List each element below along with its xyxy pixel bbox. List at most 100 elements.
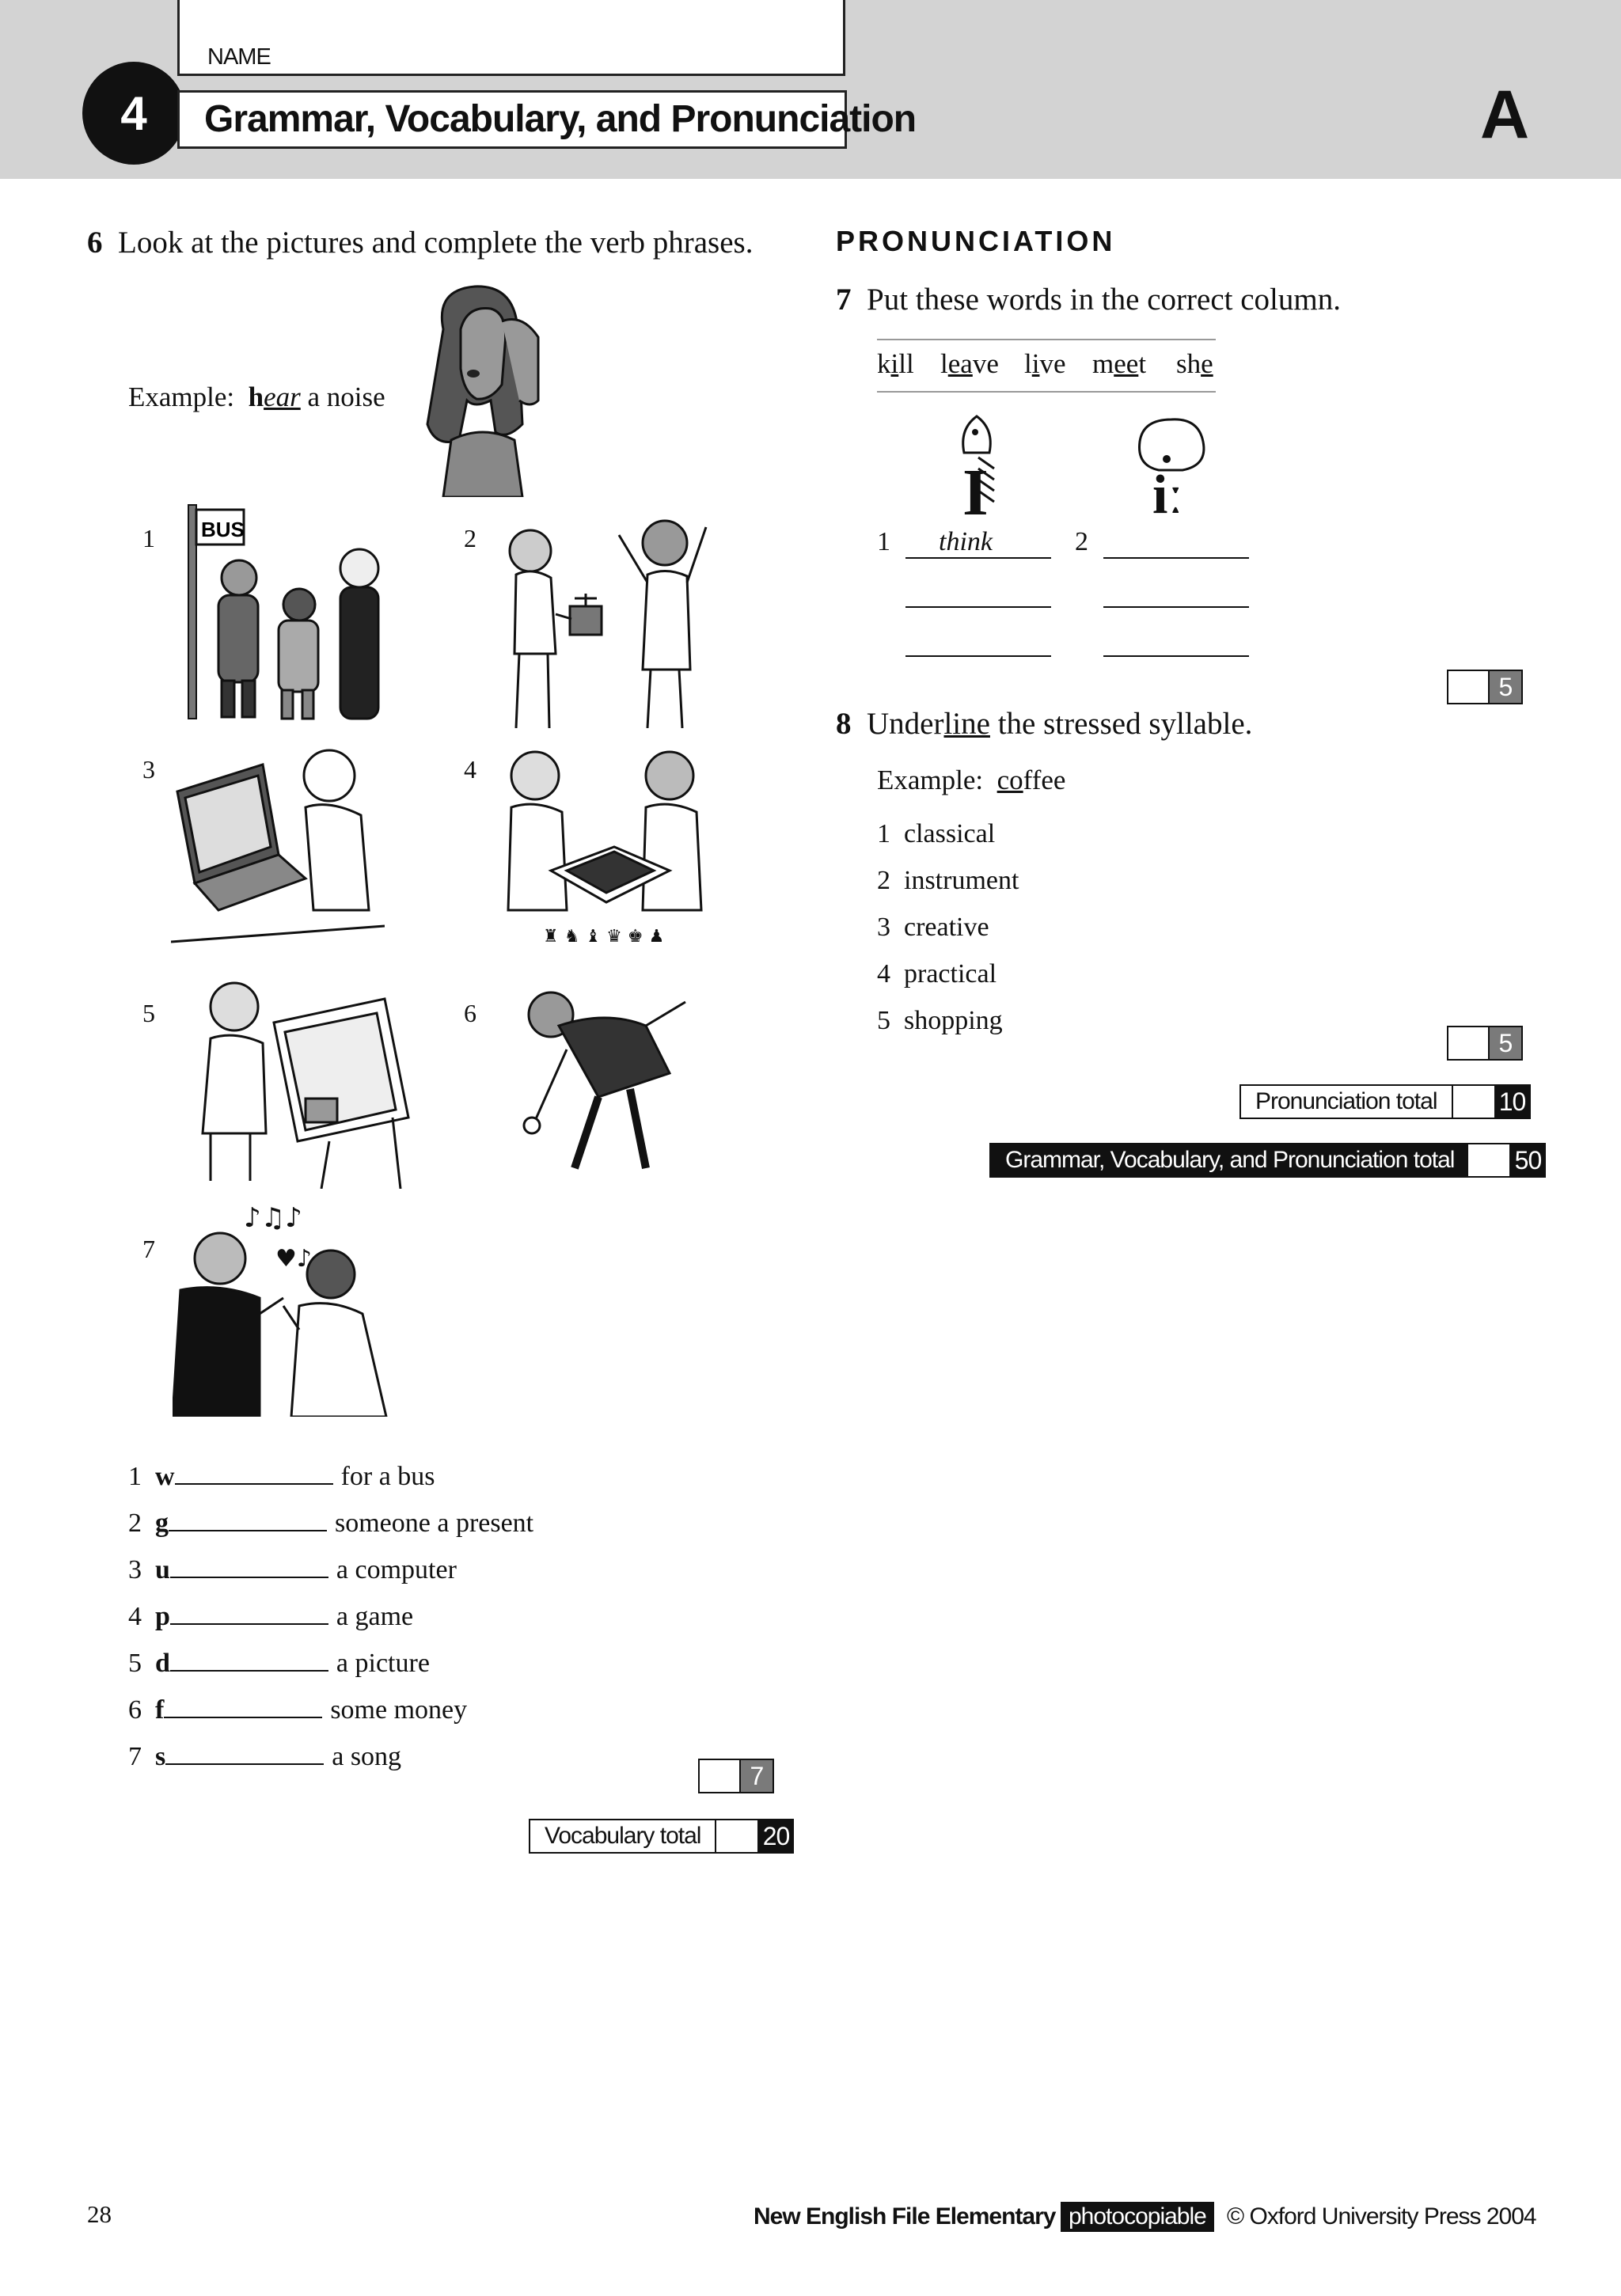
q8-item[interactable]: 2 instrument — [877, 866, 1019, 895]
q6-score-box: 7 — [698, 1759, 774, 1793]
example-letter: h — [248, 381, 264, 412]
svg-text:♜ ♞ ♝ ♛ ♚ ♟: ♜ ♞ ♝ ♛ ♚ ♟ — [543, 927, 664, 947]
picture-number-3: 3 — [142, 755, 155, 784]
item-phrase: a song — [332, 1742, 402, 1771]
giving-present-picture — [508, 519, 708, 728]
short-i-symbol: I — [962, 456, 989, 516]
bus-sign-text: BUS — [201, 518, 245, 541]
tree-long-i-sound-picture: iː — [1138, 418, 1205, 516]
item-phrase: a picture — [336, 1649, 430, 1678]
woman-listening-picture — [426, 285, 540, 497]
playing-chess-picture: ♜ ♞ ♝ ♛ ♚ ♟ — [507, 750, 703, 947]
column-2-blank-3[interactable] — [1103, 655, 1249, 657]
item-letter: u — [155, 1555, 170, 1584]
q8-instruction-underlined: line — [943, 707, 990, 741]
picture-number-1: 1 — [142, 524, 155, 552]
page-title: Grammar, Vocabulary, and Pronunciation — [204, 98, 917, 140]
item-number: 4 — [128, 1602, 142, 1631]
q8-heading: 8 Underline the stressed syllable. — [836, 706, 1252, 742]
item-phrase: for a bus — [340, 1462, 435, 1491]
footer-book-title: New English File Elementary — [754, 2203, 1056, 2230]
q7-score-box: 5 — [1447, 670, 1523, 704]
q8-item[interactable]: 5 shopping — [877, 1006, 1003, 1035]
answer-blank-2[interactable] — [169, 1506, 327, 1531]
version-letter: A — [1480, 77, 1530, 153]
photocopiable-badge: photocopiable — [1061, 2202, 1214, 2232]
name-box[interactable] — [177, 0, 845, 76]
answer-blank-5[interactable] — [169, 1646, 328, 1672]
answer-blank-7[interactable] — [165, 1740, 325, 1765]
pronunciation-total-value: 10 — [1495, 1086, 1529, 1118]
answer-blank-6[interactable] — [164, 1693, 323, 1718]
q6-item: 1 w for a bus — [128, 1453, 533, 1500]
score-entry[interactable] — [1448, 1027, 1490, 1059]
svg-text:♥♪: ♥♪ — [275, 1245, 312, 1273]
q8-instruction-part: the stressed syllable. — [989, 707, 1253, 741]
item-number: 1 — [128, 1462, 142, 1491]
q7-heading: 7 Put these words in the correct column. — [836, 282, 1341, 318]
item-number: 5 — [128, 1649, 142, 1678]
pronunciation-total-entry[interactable] — [1451, 1086, 1496, 1118]
item-number: 3 — [128, 1555, 142, 1584]
picture-number-5: 5 — [142, 999, 155, 1027]
q8-item[interactable]: 3 creative — [877, 913, 989, 942]
drawing-picture-picture — [201, 981, 410, 1189]
score-max: 5 — [1489, 671, 1521, 703]
picture-number-4: 4 — [464, 755, 476, 784]
pronunciation-total-box: Pronunciation total 10 — [1239, 1084, 1531, 1119]
q6-example: Example: hear a noise — [128, 381, 385, 413]
score-max: 7 — [740, 1760, 773, 1792]
vocabulary-total-box: Vocabulary total 20 — [529, 1819, 795, 1854]
example-label: Example: — [128, 381, 235, 412]
word-live: live — [1024, 348, 1066, 379]
item-letter: g — [155, 1509, 169, 1538]
word-meet: meet — [1092, 348, 1147, 379]
column-2-blank-2[interactable] — [1103, 606, 1249, 608]
page-number: 28 — [87, 2200, 112, 2228]
example-stressed: co — [997, 765, 1023, 795]
answer-blank-1[interactable] — [174, 1459, 333, 1485]
q6-heading: 6 Look at the pictures and complete the … — [87, 225, 753, 261]
grand-total-box: Grammar, Vocabulary, and Pronunciation t… — [989, 1143, 1547, 1178]
grand-total-entry[interactable] — [1468, 1144, 1512, 1176]
column-1-blank-3[interactable] — [905, 655, 1051, 657]
finding-money-picture — [522, 991, 686, 1170]
example-object: a noise — [307, 381, 385, 412]
q8-number: 8 — [836, 707, 852, 741]
picture-number-2: 2 — [464, 524, 476, 552]
item-letter: p — [155, 1602, 170, 1631]
q7-instruction: Put these words in the correct column. — [867, 283, 1341, 317]
column-1-number: 1 — [877, 527, 890, 556]
name-label: NAME — [207, 44, 271, 70]
column-1-blank-2[interactable] — [905, 606, 1051, 608]
word-list: kill leave live meet she — [877, 339, 1216, 393]
column-1-example: think — [939, 527, 993, 556]
picture-number-6: 6 — [464, 999, 476, 1027]
q8-item[interactable]: 4 practical — [877, 959, 997, 989]
item-phrase: some money — [330, 1695, 468, 1725]
answer-blank-3[interactable] — [169, 1553, 328, 1578]
vocabulary-total-entry[interactable] — [715, 1820, 760, 1852]
example-answer: ear — [264, 381, 301, 412]
fish-short-i-sound-picture: I — [962, 415, 995, 516]
using-computer-picture — [171, 749, 385, 943]
people-waiting-bus-picture: BUS — [188, 504, 380, 720]
answer-blank-4[interactable] — [169, 1600, 328, 1625]
item-letter: w — [155, 1462, 175, 1491]
column-2-blank-1[interactable] — [1103, 557, 1249, 559]
q6-item: 4 p a game — [128, 1593, 533, 1640]
score-entry[interactable] — [700, 1760, 741, 1792]
item-phrase: a game — [336, 1602, 414, 1631]
grand-total-value: 50 — [1511, 1144, 1545, 1176]
q8-item[interactable]: 1 classical — [877, 819, 996, 848]
unit-number-badge: 4 — [82, 62, 185, 165]
score-entry[interactable] — [1448, 671, 1490, 703]
pronunciation-total-label: Pronunciation total — [1255, 1088, 1437, 1114]
word-leave: leave — [940, 348, 999, 379]
footer-copyright: © Oxford University Press 2004 — [1227, 2203, 1537, 2230]
score-max: 5 — [1489, 1027, 1521, 1059]
